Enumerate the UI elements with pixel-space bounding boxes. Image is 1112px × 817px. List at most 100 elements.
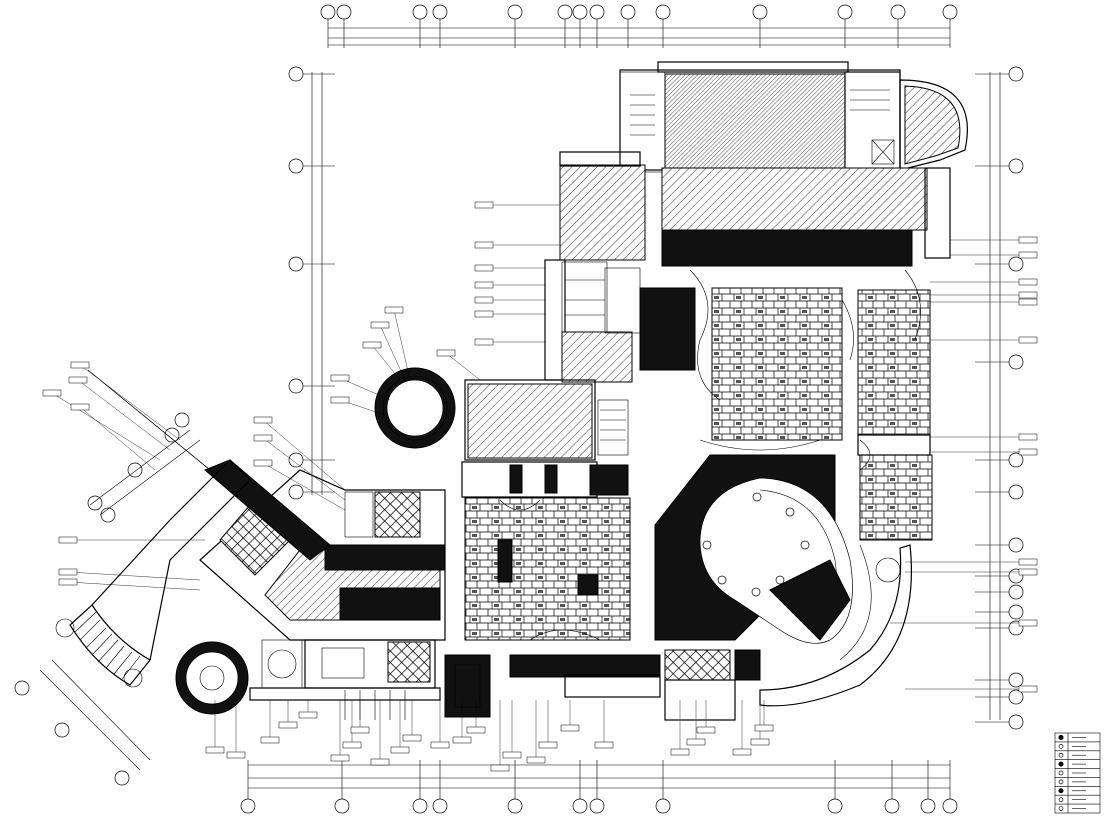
grid-bubble (288, 484, 304, 500)
grid-bubble (572, 798, 588, 814)
grid-bubble (827, 798, 843, 814)
annotation-tag (686, 738, 706, 746)
grid-bubble (942, 798, 958, 814)
annotation-tag (278, 721, 298, 729)
annotation-tag (502, 751, 522, 759)
annotation-tag (260, 736, 280, 744)
legend-symbol (1058, 797, 1064, 803)
annotation-tag (330, 374, 350, 382)
leader-line (371, 344, 401, 381)
leader-line (262, 419, 346, 491)
annotation-tag (696, 726, 716, 734)
central-hatched-block (461, 379, 629, 498)
west-wing (199, 459, 446, 641)
annotation-tag (474, 241, 494, 249)
curved-stair (55, 459, 251, 688)
annotation-tag (253, 459, 273, 467)
leader-line (393, 309, 411, 381)
grid-bubble (557, 4, 573, 20)
annotation-tag (474, 310, 494, 318)
left-grid-bubbles (288, 66, 335, 500)
annotation-tag (1018, 619, 1038, 627)
annotation-tag (1018, 685, 1038, 693)
annotation-tag (342, 741, 362, 749)
grid-bubble (884, 798, 900, 814)
grid-bubble (54, 722, 70, 738)
grid-bubble (589, 798, 605, 814)
grid-bubble (412, 4, 428, 20)
annotation-tag (670, 748, 690, 756)
grid-bubble (1008, 584, 1024, 600)
annotation-tag (754, 724, 774, 732)
grid-bubble (14, 680, 30, 696)
leader-line (67, 581, 201, 591)
grid-bubble (1008, 66, 1024, 82)
leader-line (79, 364, 181, 441)
annotation-tag (466, 726, 486, 734)
annotation-tag (560, 724, 580, 732)
annotation-tag (1018, 278, 1038, 286)
grid-bubble (432, 798, 448, 814)
annotation-tag (1018, 433, 1038, 441)
leader-line (51, 392, 161, 461)
grid-bubble (1008, 452, 1024, 468)
grid-bubble (620, 4, 636, 20)
grid-bubble (100, 507, 116, 523)
atrium (654, 454, 853, 644)
annotation-tag (1018, 236, 1038, 244)
annotation-tag (390, 746, 410, 754)
grid-bubble (174, 412, 190, 428)
annotation-tag (330, 754, 350, 762)
grid-bubble (752, 4, 768, 20)
legend-symbol (1058, 743, 1064, 749)
legend-symbol (1058, 761, 1064, 767)
south-west-rooms (249, 639, 441, 720)
grid-bubble (1008, 672, 1024, 688)
grid-bubble (1008, 714, 1024, 730)
column (775, 575, 785, 585)
annotation-tag (1018, 291, 1038, 299)
grid-bubble (920, 798, 936, 814)
annotation-tag (436, 349, 456, 357)
annotation-tag (68, 376, 88, 384)
grid-bubble (114, 770, 130, 786)
annotation-tag (538, 741, 558, 749)
annotation-tag (750, 738, 770, 746)
column (751, 587, 761, 597)
legend-symbol (1058, 770, 1064, 776)
legend-symbol (1058, 788, 1064, 794)
annotation-tag (1018, 568, 1038, 576)
top-grid-bubbles (14, 4, 958, 786)
annotation-tag (70, 361, 90, 369)
leader-line (67, 571, 201, 581)
annotation-tag (1018, 336, 1038, 344)
grid-bubble (336, 4, 352, 20)
grid-bubble (288, 452, 304, 468)
annotation-tags (42, 201, 1038, 772)
grid-bubble (655, 4, 671, 20)
grid-bubble (1008, 158, 1024, 174)
annotation-tag (474, 296, 494, 304)
grid-bubble (288, 158, 304, 174)
annotation-tag (594, 741, 614, 749)
annotation-tag (330, 396, 350, 404)
diagonal-grid-axes (39, 369, 221, 771)
grid-bubble (1008, 256, 1024, 272)
atrium-columns (702, 492, 810, 597)
grid-bubble (1008, 689, 1024, 705)
grid-bubble (288, 378, 304, 394)
leader-line (262, 462, 346, 511)
annotation-tag (370, 321, 390, 329)
leader-line (79, 406, 156, 471)
legend-symbol (1058, 806, 1064, 811)
grid-bubble (655, 798, 671, 814)
annotation-tag (1018, 558, 1038, 566)
annotation-tag (370, 758, 390, 766)
annotation-tag (70, 403, 90, 411)
column (702, 540, 712, 550)
annotation-tag (362, 341, 382, 349)
annotation-tag (58, 578, 78, 586)
annotation-tag (402, 734, 422, 742)
annotation-tag (474, 264, 494, 272)
